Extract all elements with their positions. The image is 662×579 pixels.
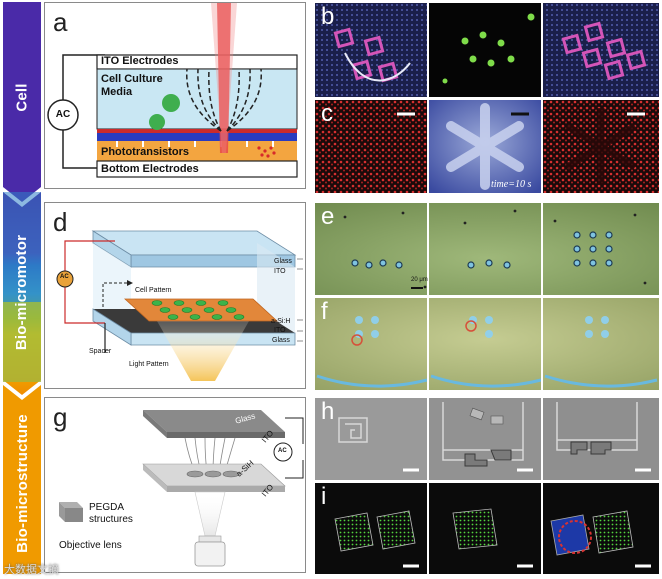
ac-source-label-g: AC (278, 448, 287, 454)
bottom-electrodes-label: Bottom Electrodes (101, 163, 199, 175)
panel-h-images (315, 398, 659, 480)
cell-pattern-label: Cell Pattern (135, 287, 172, 294)
panel-e-label: e (321, 203, 334, 231)
panel-d-diagram (45, 203, 306, 389)
ac-source-label-d: AC (60, 274, 69, 280)
panel-e: e 20 μm (315, 203, 659, 295)
category-label-bio-micromotor: Bio-micromotor (3, 197, 41, 387)
ac-source-label: AC (53, 109, 73, 120)
panel-f: f (315, 298, 659, 390)
panel-e-images (315, 203, 659, 295)
panel-b: b (315, 3, 659, 97)
panel-b-images (315, 3, 659, 97)
glass-top-label: Glass (274, 258, 292, 265)
panel-h-label: h (321, 398, 334, 426)
panel-a: a (44, 2, 306, 189)
panel-h: h (315, 398, 659, 480)
panel-f-images (315, 298, 659, 390)
category-label-bio-microstructure: Bio-microstructure (3, 392, 41, 574)
panel-i-label: i (321, 483, 326, 511)
panel-c-label: c (321, 100, 333, 128)
panel-a-diagram (45, 3, 306, 189)
a-si-h-label: a-Si:H (271, 318, 290, 325)
category-label-cell: Cell (3, 2, 41, 192)
panel-i-images (315, 483, 659, 574)
watermark: 大数据文摘 (4, 561, 59, 577)
cell-culture-media-label: Cell Culture Media (101, 73, 163, 99)
light-pattern-label: Light Pattern (129, 361, 169, 368)
panel-c: c time=10 s (315, 100, 659, 193)
panel-i: i (315, 483, 659, 574)
category-bar: Cell Bio-micromotor Bio-microstructure (3, 2, 41, 574)
panel-g: g (44, 397, 306, 573)
panel-b-label: b (321, 3, 334, 31)
panel-c-images (315, 100, 659, 193)
time-stamp: time=10 s (491, 179, 531, 190)
glass-bottom-label: Glass (272, 337, 290, 344)
panel-d: d (44, 202, 306, 389)
phototransistors-label: Phototransistors (101, 146, 189, 158)
panel-f-label: f (321, 298, 328, 326)
spacer-label: Spacer (89, 348, 111, 355)
ito-electrodes-label: ITO Electrodes (101, 55, 178, 67)
scale-bar-label: 20 μm (411, 277, 428, 283)
objective-lens-label: Objective lens (59, 540, 122, 551)
ito-bottom-label: ITO (274, 327, 286, 334)
ito-top-label: ITO (274, 268, 286, 275)
pegda-structures-label: PEGDA structures (89, 502, 133, 526)
